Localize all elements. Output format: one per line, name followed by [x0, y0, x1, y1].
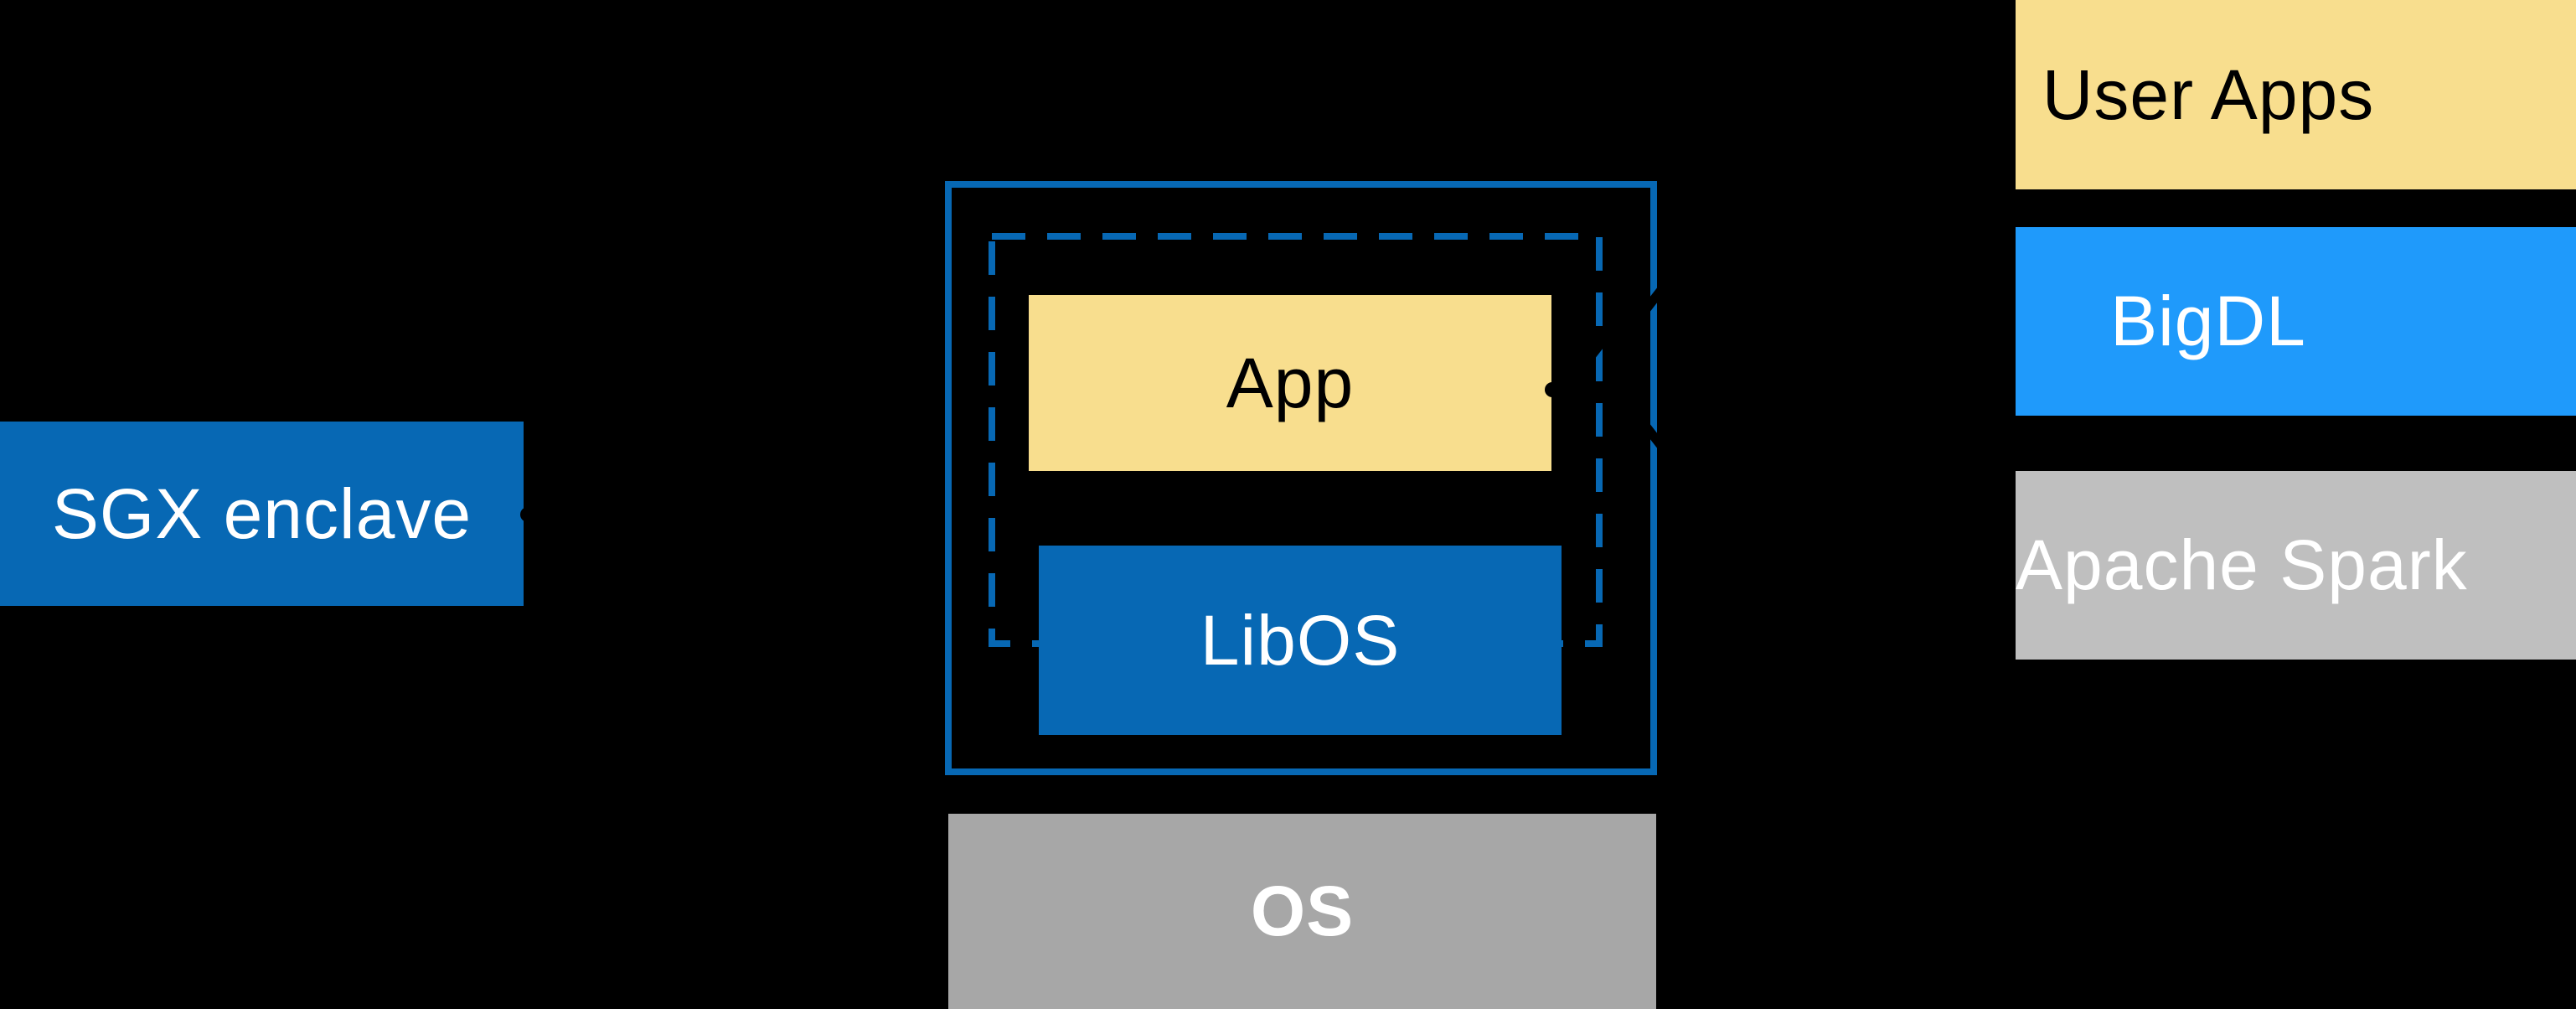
user-apps-label: User Apps: [2042, 54, 2375, 134]
enclave-outer-box: [945, 181, 1657, 775]
libos-box: LibOS: [1039, 546, 1562, 735]
os-label: OS: [1250, 872, 1355, 950]
bigdl-label: BigDL: [2110, 282, 2306, 360]
os-box: OS: [948, 814, 1656, 1009]
sgx-enclave-box: SGX enclave: [0, 422, 524, 606]
dashed-rect: [989, 233, 1603, 647]
bigdl-box: BigDL: [2016, 227, 2576, 416]
sgx-enclave-label: SGX enclave: [51, 473, 472, 553]
connector-dot-app: [1545, 382, 1560, 397]
libos-label: LibOS: [1200, 600, 1401, 680]
user-apps-box: User Apps: [2016, 0, 2576, 189]
connector-dot-sgx: [520, 507, 535, 522]
app-label: App: [1226, 343, 1355, 422]
apache-spark-label: Apache Spark: [2016, 525, 2468, 604]
apache-spark-box: Apache Spark: [2016, 471, 2576, 660]
app-box: App: [1029, 295, 1551, 471]
